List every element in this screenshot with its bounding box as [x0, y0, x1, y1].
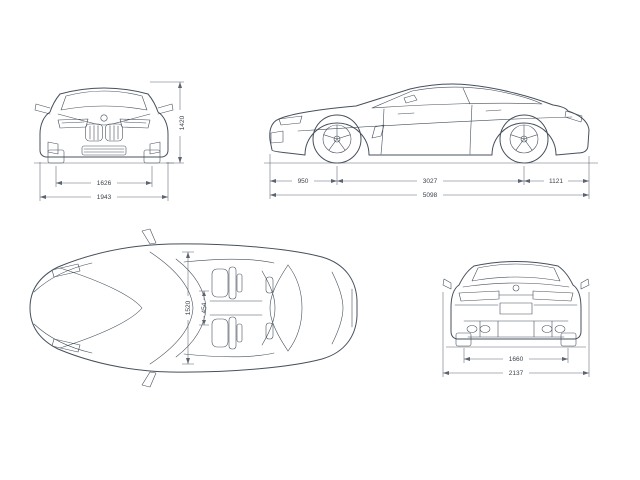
dim-front-overall-width: 1943 — [39, 162, 169, 201]
side-front-intake — [270, 130, 284, 144]
front-view-drawing — [34, 87, 174, 164]
dim-side-overall-length: 5098 — [270, 192, 589, 199]
dim-label-front-track: 1626 — [97, 180, 112, 187]
dim-top-interior-width: 1520 — [182, 251, 194, 365]
top-bumper-lines — [33, 262, 93, 354]
top-windshield-arc — [149, 251, 194, 365]
side-rear-spokes — [510, 124, 538, 151]
front-side-intake-left — [47, 141, 59, 155]
side-b-pillar — [462, 87, 471, 105]
front-side-intake-right — [149, 141, 161, 155]
top-seat-driver-cushion — [211, 268, 229, 298]
side-view-drawing — [264, 83, 598, 164]
rear-tire-right — [560, 332, 577, 347]
top-seat-passenger-cushion — [211, 318, 229, 348]
top-rear-headrest-right — [265, 322, 274, 340]
top-cowl-arc — [175, 258, 207, 358]
side-front-spokes — [323, 124, 351, 151]
rear-tire-left — [455, 332, 472, 347]
front-headlight-left — [57, 118, 89, 129]
rear-trunk-line — [462, 282, 570, 288]
rear-window — [471, 263, 561, 282]
dim-label-front-height: 1420 — [179, 115, 186, 130]
dim-label-interior-width: 1520 — [185, 300, 192, 315]
side-mirror — [403, 94, 418, 104]
top-mirror-right — [141, 371, 157, 388]
front-mirror-left — [34, 103, 51, 115]
front-body-outline — [39, 87, 169, 158]
top-seat-driver-back — [228, 266, 237, 300]
rear-taillight-right — [532, 290, 574, 302]
rear-taillight-left — [458, 290, 500, 302]
dim-front-height: 1420 — [150, 81, 186, 164]
top-rear-bench — [261, 270, 276, 346]
top-hood-creases — [59, 267, 143, 349]
front-lower-intake — [81, 145, 127, 156]
top-rear-headrest-left — [265, 276, 274, 294]
side-door-seams — [380, 104, 473, 155]
dim-label-rear-overhang: 1121 — [549, 178, 563, 185]
rear-exhaust-3 — [541, 325, 553, 333]
dim-label-rear-track: 1660 — [509, 356, 524, 363]
dim-top-seat-width: 454 — [199, 290, 209, 326]
top-headlight-left — [51, 263, 81, 278]
rear-exhaust-2 — [479, 325, 491, 333]
rear-view-drawing — [442, 261, 590, 348]
dim-label-front-overhang: 950 — [298, 178, 309, 185]
top-seat-passenger-back — [228, 316, 237, 350]
top-trunk-line — [331, 271, 344, 345]
front-windshield — [60, 90, 148, 111]
top-decklid-edge — [287, 264, 303, 352]
rear-license-plate — [499, 302, 533, 315]
side-headlight — [278, 115, 303, 126]
dim-label-rear-overall-width: 2137 — [509, 370, 524, 377]
dim-label-wheelbase: 3027 — [423, 178, 438, 185]
side-glasshouse — [371, 86, 543, 109]
rear-roundel-badge — [512, 284, 520, 292]
dim-label-overall-length: 5098 — [423, 192, 438, 199]
rear-body-outline — [450, 261, 582, 340]
top-seat-driver-headrest — [236, 273, 243, 293]
rear-exhaust-4 — [554, 325, 566, 333]
side-taillight — [564, 110, 583, 123]
front-grille-slats — [89, 125, 119, 141]
front-kidney-grille-left — [85, 123, 103, 142]
front-intake-mesh — [83, 148, 125, 153]
top-view-drawing — [29, 228, 358, 388]
top-headlight-right — [51, 338, 81, 353]
rear-mirror-left — [442, 278, 452, 290]
side-character-line — [297, 116, 573, 132]
rear-exhaust-1 — [466, 325, 478, 333]
front-kidney-grille-right — [105, 123, 123, 142]
rear-diffuser — [463, 320, 569, 338]
dim-rear-track: 1660 — [463, 348, 569, 363]
side-fender-gill — [371, 124, 385, 139]
rear-mirror-right — [580, 278, 590, 290]
top-rear-window-arc — [269, 264, 289, 352]
top-roof-edges — [183, 258, 275, 358]
dim-label-front-overall-width: 1943 — [97, 194, 112, 201]
dim-side-row1: 950 3027 1121 — [269, 154, 590, 199]
front-roundel-badge — [100, 114, 108, 122]
side-body-outline — [269, 83, 590, 156]
top-body-outline — [29, 243, 358, 373]
front-headlight-right — [119, 118, 151, 129]
dim-label-seat-width: 454 — [201, 302, 208, 313]
top-center-console — [209, 300, 263, 316]
side-door-handles — [397, 109, 502, 115]
dim-rear-overall-width: 2137 — [442, 292, 590, 377]
front-mirror-right — [157, 103, 174, 115]
top-mirror-left — [141, 228, 157, 245]
top-seat-passenger-headrest — [236, 323, 243, 343]
dim-front-track: 1626 — [55, 166, 153, 187]
